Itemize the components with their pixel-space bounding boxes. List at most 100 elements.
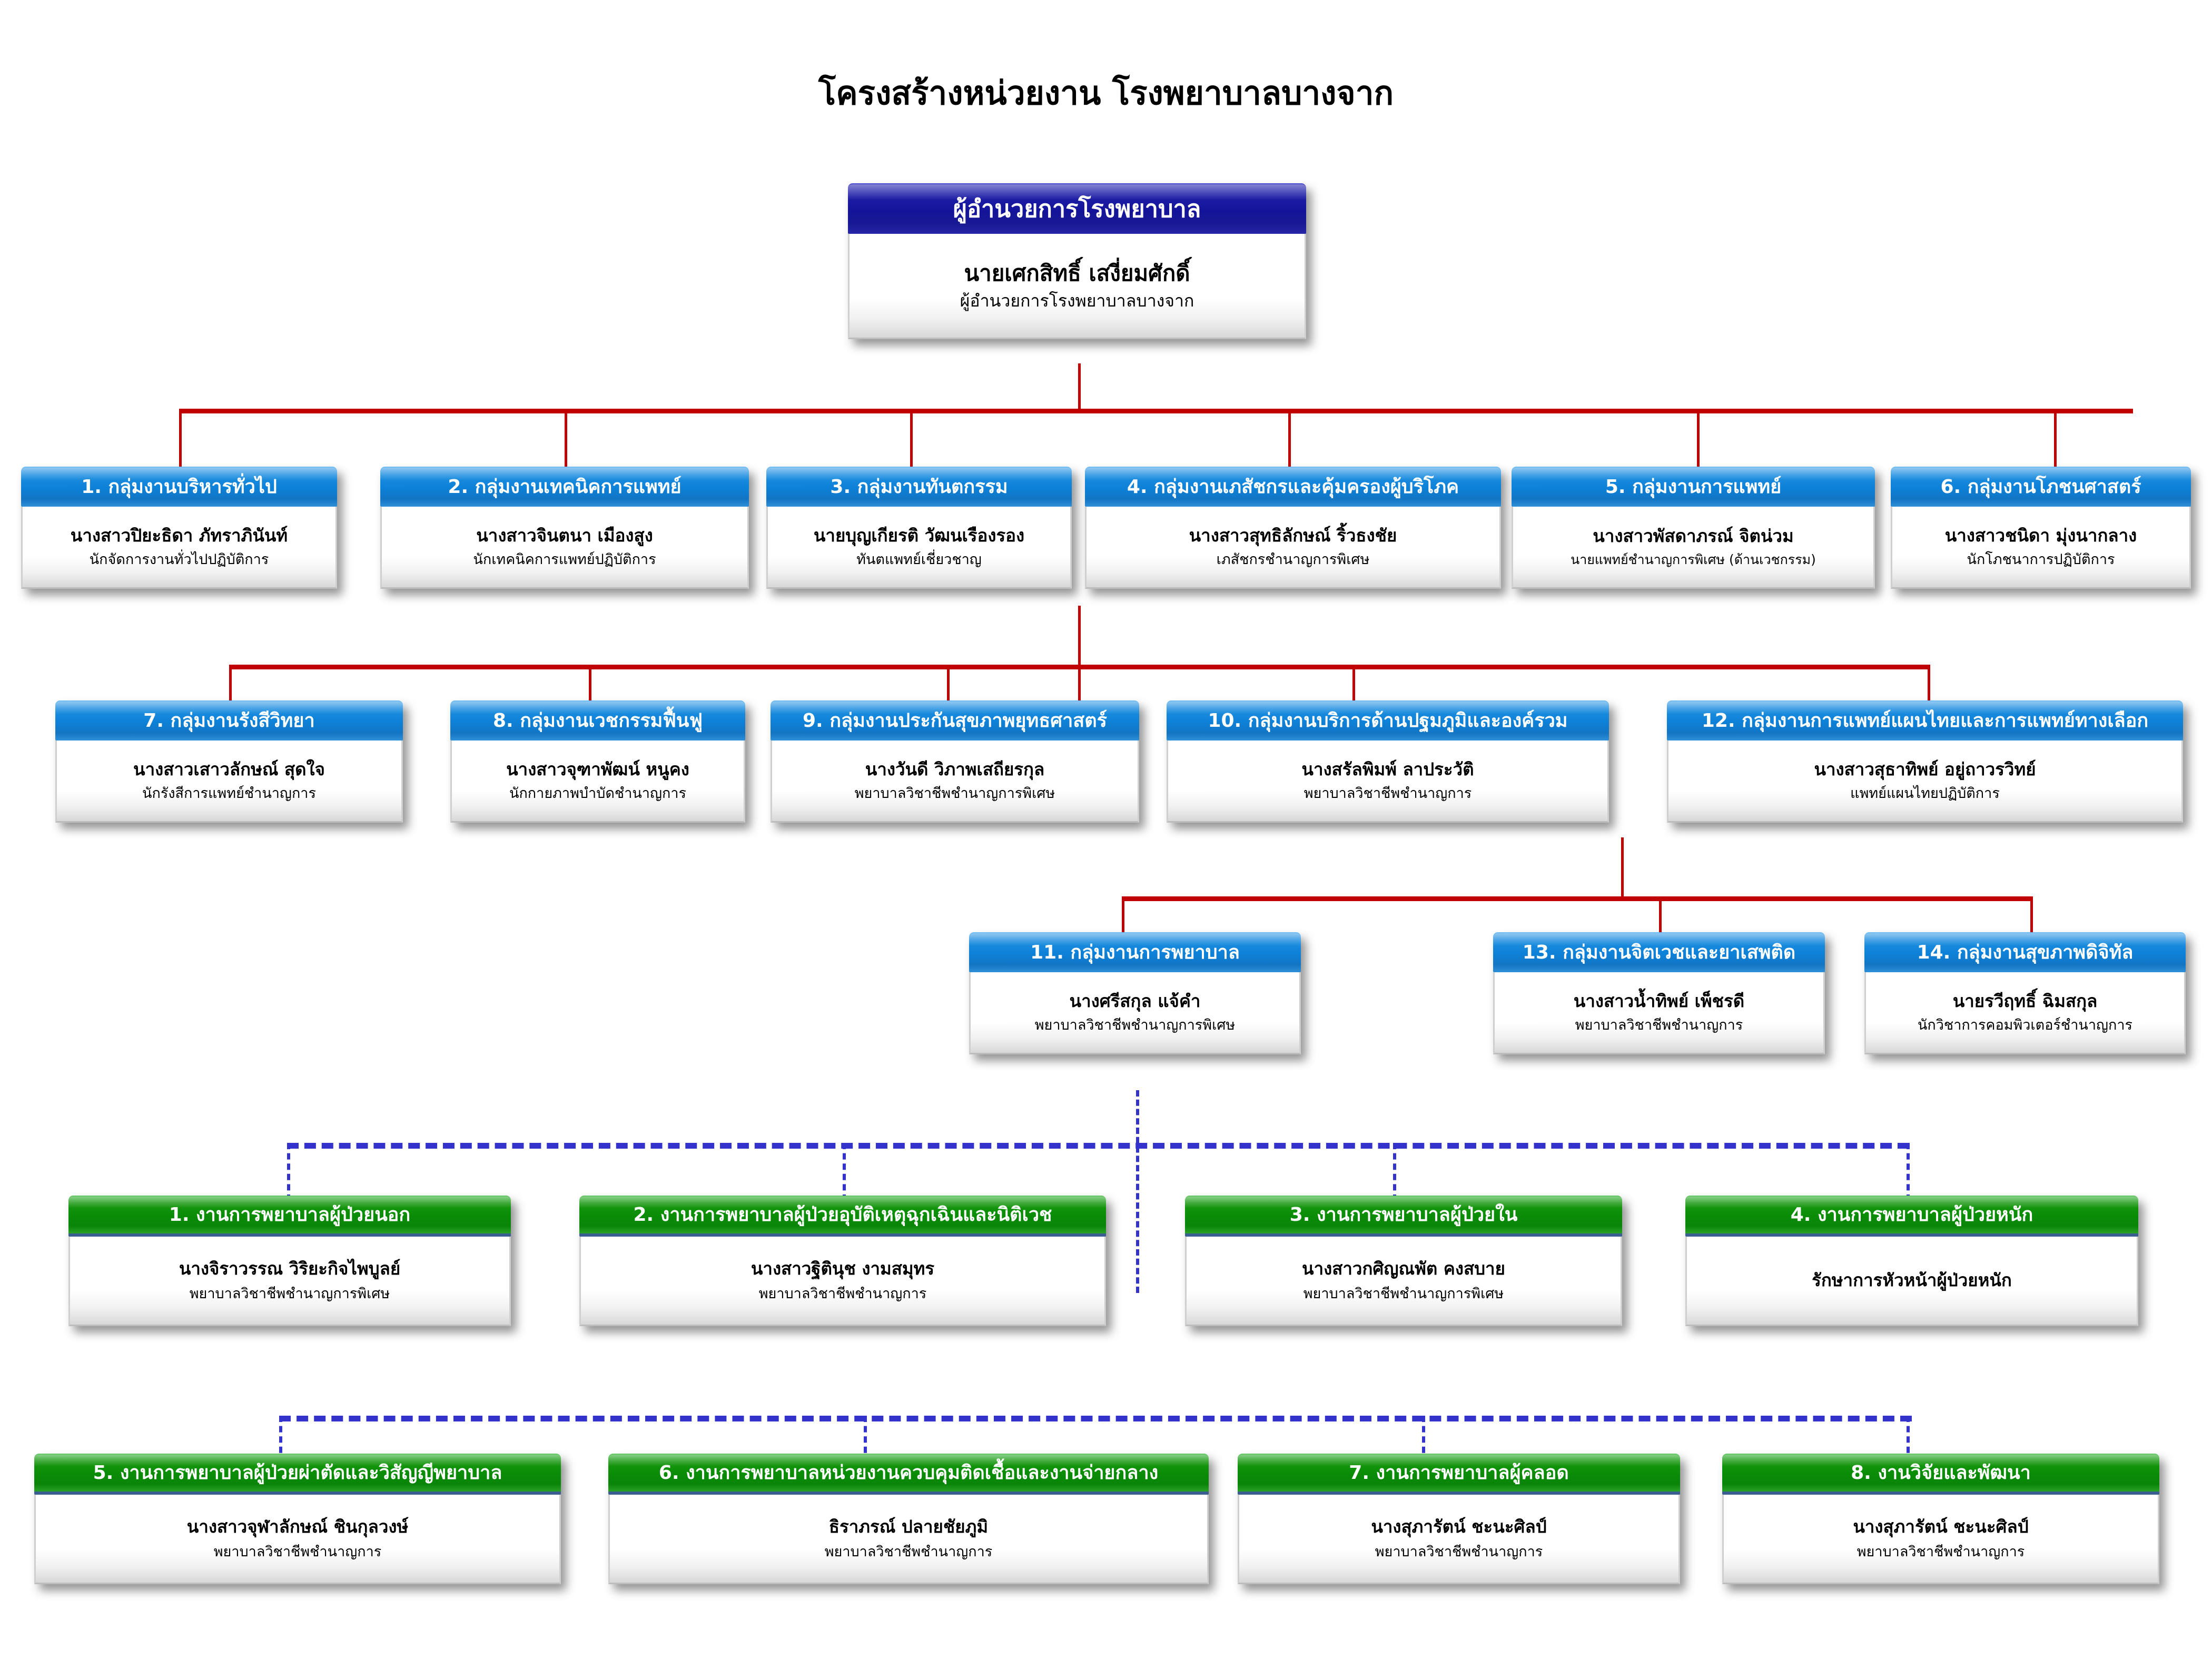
- node-group-5-header: 5. กลุ่มงานการแพทย์: [1512, 467, 1875, 507]
- node-group-6-body: นางสาวชนิดา มุ่งนากลาง นักโภชนาการปฏิบัต…: [1891, 507, 2191, 589]
- node-nursing-1-position: พยาบาลวิชาชีพชำนาญการพิเศษ: [189, 1285, 390, 1302]
- node-group-5-body: นางสาวพัสดาภรณ์ จิตน่วม นายแพทย์ชำนาญการ…: [1512, 507, 1875, 589]
- node-group-3-name: นายบุญเกียรติ วัฒนเรืองรอง: [813, 525, 1025, 546]
- node-nursing-8-name: นางสุภารัตน์ ชะนะศิลป์: [1853, 1516, 2029, 1537]
- node-group-10-header-label: 10. กลุ่มงานบริการด้านปฐมภูมิและองค์รวม: [1208, 710, 1568, 732]
- node-group-3[interactable]: 3. กลุ่มงานทันตกรรม นายบุญเกียรติ วัฒนเร…: [766, 467, 1072, 589]
- node-group-9[interactable]: 9. กลุ่มงานประกันสุขภาพยุทธศาสตร์ นางวัน…: [771, 700, 1139, 823]
- node-group-4-header-label: 4. กลุ่มงานเภสัชกรและคุ้มครองผู้บริโภค: [1127, 476, 1459, 498]
- connector-drop-n3: [1393, 1143, 1396, 1201]
- node-nursing-7-header: 7. งานการพยาบาลผู้คลอด: [1238, 1454, 1680, 1495]
- node-group-6-name: นางสาวชนิดา มุ่งนากลาง: [1944, 525, 2137, 546]
- connector-drop-n7: [1422, 1416, 1425, 1474]
- node-group-13-body: นางสาวน้ำทิพย์ เพ็ชรดี พยาบาลวิชาชีพชำนา…: [1493, 972, 1825, 1054]
- node-nursing-2-header: 2. งานการพยาบาลผู้ป่วยอุบัติเหตุฉุกเฉินแ…: [579, 1196, 1106, 1237]
- node-director[interactable]: ผู้อำนวยการโรงพยาบาล นายเศกสิทธิ์ เสงี่ย…: [848, 183, 1306, 339]
- connector-drop-n6: [864, 1416, 867, 1474]
- node-group-4[interactable]: 4. กลุ่มงานเภสัชกรและคุ้มครองผู้บริโภค น…: [1085, 467, 1501, 589]
- node-nursing-6-name: ธิราภรณ์ ปลายชัยภูมิ: [828, 1516, 989, 1537]
- node-group-7[interactable]: 7. กลุ่มงานรังสีวิทยา นางสาวเสาวลักษณ์ ส…: [55, 700, 403, 823]
- node-group-13-header-label: 13. กลุ่มงานจิตเวชและยาเสพติด: [1522, 942, 1796, 964]
- node-group-13-header: 13. กลุ่มงานจิตเวชและยาเสพติด: [1493, 932, 1825, 972]
- node-group-14-position: นักวิชาการคอมพิวเตอร์ชำนาญการ: [1917, 1016, 2133, 1033]
- node-group-14-header-label: 14. กลุ่มงานสุขภาพดิจิทัล: [1917, 942, 2134, 964]
- node-director-header: ผู้อำนวยการโรงพยาบาล: [848, 183, 1306, 234]
- node-group-8[interactable]: 8. กลุ่มงานเวชกรรมฟื้นฟู นางสาวจุฑาพัฒน์…: [450, 700, 745, 823]
- node-group-10-name: นางสรัลพิมพ์ ลาประวัติ: [1301, 758, 1474, 779]
- connector-row2-to-bus3: [1621, 837, 1624, 901]
- node-group-4-position: เภสัชกรชำนาญการพิเศษ: [1216, 551, 1370, 568]
- node-group-2-body: นางสาวจินตนา เมืองสูง นักเทคนิคการแพทย์ป…: [380, 507, 749, 589]
- node-nursing-1-name: นางจิราวรรณ วิริยะกิจไพบูลย์: [179, 1258, 401, 1279]
- node-group-13[interactable]: 13. กลุ่มงานจิตเวชและยาเสพติด นางสาวน้ำท…: [1493, 932, 1825, 1054]
- node-nursing-1[interactable]: 1. งานการพยาบาลผู้ป่วยนอก นางจิราวรรณ วิ…: [68, 1196, 511, 1326]
- node-group-1-header-label: 1. กลุ่มงานบริหารทั่วไป: [81, 476, 277, 498]
- page-title: โครงสร้างหน่วยงาน โรงพยาบาลบางจาก: [818, 74, 1394, 112]
- node-group-1-name: นางสาวปิยะธิดา ภัทราภินันท์: [70, 525, 288, 546]
- connector-director-down: [1078, 363, 1081, 411]
- node-nursing-4-name: รักษาการหัวหน้าผู้ป่วยหนัก: [1812, 1270, 2012, 1291]
- node-group-2-position: นักเทคนิคการแพทย์ปฏิบัติการ: [473, 551, 656, 568]
- node-nursing-3-header-label: 3. งานการพยาบาลผู้ป่วยใน: [1289, 1204, 1518, 1226]
- node-nursing-2[interactable]: 2. งานการพยาบาลผู้ป่วยอุบัติเหตุฉุกเฉินแ…: [579, 1196, 1106, 1326]
- node-nursing-3-position: พยาบาลวิชาชีพชำนาญการพิเศษ: [1303, 1285, 1504, 1302]
- node-nursing-5-header: 5. งานการพยาบาลผู้ป่วยผ่าตัดและวิสัญญีพย…: [34, 1454, 561, 1495]
- node-group-8-header: 8. กลุ่มงานเวชกรรมฟื้นฟู: [450, 700, 745, 740]
- node-group-11[interactable]: 11. กลุ่มงานการพยาบาล นางศรีสกุล แจ้คำ พ…: [969, 932, 1301, 1054]
- connector-drop-g2: [565, 409, 567, 467]
- node-nursing-8[interactable]: 8. งานวิจัยและพัฒนา นางสุภารัตน์ ชะนะศิล…: [1722, 1454, 2159, 1584]
- connector-drop-g10: [1352, 665, 1355, 723]
- connector-bus-nursing2: [279, 1416, 1912, 1421]
- node-group-6[interactable]: 6. กลุ่มงานโภชนศาสตร์ นางสาวชนิดา มุ่งนา…: [1891, 467, 2191, 589]
- node-group-12-body: นางสาวสุธาทิพย์ อยู่ถาวรวิทย์ แพทย์แผนไท…: [1667, 740, 2183, 823]
- connector-bus-row1: [179, 409, 2133, 413]
- node-group-11-header-label: 11. กลุ่มงานการพยาบาล: [1030, 942, 1240, 964]
- node-director-header-label: ผู้อำนวยการโรงพยาบาล: [953, 195, 1201, 223]
- node-group-5[interactable]: 5. กลุ่มงานการแพทย์ นางสาวพัสดาภรณ์ จิตน…: [1512, 467, 1875, 589]
- node-nursing-8-header-label: 8. งานวิจัยและพัฒนา: [1851, 1462, 2031, 1484]
- node-group-3-header: 3. กลุ่มงานทันตกรรม: [766, 467, 1072, 507]
- node-nursing-4-body: รักษาการหัวหน้าผู้ป่วยหนัก: [1685, 1237, 2138, 1326]
- node-group-12-name: นางสาวสุธาทิพย์ อยู่ถาวรวิทย์: [1814, 758, 2036, 779]
- node-group-9-header-label: 9. กลุ่มงานประกันสุขภาพยุทธศาสตร์: [803, 710, 1107, 732]
- node-nursing-7[interactable]: 7. งานการพยาบาลผู้คลอด นางสุภารัตน์ ชะนะ…: [1238, 1454, 1680, 1584]
- node-nursing-3-body: นางสาวกศิญณพัต คงสบาย พยาบาลวิชาชีพชำนาญ…: [1185, 1237, 1622, 1326]
- node-nursing-7-name: นางสุภารัตน์ ชะนะศิลป์: [1371, 1516, 1547, 1537]
- node-group-7-header: 7. กลุ่มงานรังสีวิทยา: [55, 700, 403, 740]
- node-nursing-6-body: ธิราภรณ์ ปลายชัยภูมิ พยาบาลวิชาชีพชำนาญก…: [608, 1495, 1209, 1584]
- node-nursing-5-header-label: 5. งานการพยาบาลผู้ป่วยผ่าตัดและวิสัญญีพย…: [93, 1462, 502, 1484]
- node-nursing-8-header: 8. งานวิจัยและพัฒนา: [1722, 1454, 2159, 1495]
- connector-drop-g5: [1697, 409, 1700, 467]
- node-group-3-header-label: 3. กลุ่มงานทันตกรรม: [830, 476, 1008, 498]
- node-group-2-header-label: 2. กลุ่มงานเทคนิคการแพทย์: [448, 476, 682, 498]
- node-nursing-5[interactable]: 5. งานการพยาบาลผู้ป่วยผ่าตัดและวิสัญญีพย…: [34, 1454, 561, 1584]
- node-group-2[interactable]: 2. กลุ่มงานเทคนิคการแพทย์ นางสาวจินตนา เ…: [380, 467, 749, 589]
- node-group-9-body: นางวันดี วิภาพเสถียรกุล พยาบาลวิชาชีพชำน…: [771, 740, 1139, 823]
- node-group-11-position: พยาบาลวิชาชีพชำนาญการพิเศษ: [1034, 1016, 1236, 1033]
- node-nursing-3[interactable]: 3. งานการพยาบาลผู้ป่วยใน นางสาวกศิญณพัต …: [1185, 1196, 1622, 1326]
- node-group-3-position: ทันตแพทย์เชี่ยวชาญ: [856, 551, 982, 568]
- node-nursing-6-header: 6. งานการพยาบาลหน่วยงานควบคุมติดเชื้อและ…: [608, 1454, 1209, 1495]
- node-nursing-4[interactable]: 4. งานการพยาบาลผู้ป่วยหนัก รักษาการหัวหน…: [1685, 1196, 2138, 1326]
- node-nursing-1-body: นางจิราวรรณ วิริยะกิจไพบูลย์ พยาบาลวิชาช…: [68, 1237, 511, 1326]
- node-group-10-header: 10. กลุ่มงานบริการด้านปฐมภูมิและองค์รวม: [1167, 700, 1609, 740]
- connector-drop-g1: [179, 409, 182, 467]
- node-group-4-name: นางสาวสุทธิลักษณ์ ริ้วธงชัย: [1189, 525, 1397, 546]
- node-group-3-body: นายบุญเกียรติ วัฒนเรืองรอง ทันตแพทย์เชี่…: [766, 507, 1072, 589]
- node-nursing-7-position: พยาบาลวิชาชีพชำนาญการ: [1375, 1543, 1543, 1560]
- node-group-1[interactable]: 1. กลุ่มงานบริหารทั่วไป นางสาวปิยะธิดา ภ…: [21, 467, 337, 589]
- node-group-10[interactable]: 10. กลุ่มงานบริการด้านปฐมภูมิและองค์รวม …: [1167, 700, 1609, 823]
- node-group-12[interactable]: 12. กลุ่มงานการแพทย์แผนไทยและการแพทย์ทาง…: [1667, 700, 2183, 823]
- connector-drop-g9: [947, 665, 950, 723]
- node-group-14-header: 14. กลุ่มงานสุขภาพดิจิทัล: [1864, 932, 2186, 972]
- node-group-9-header: 9. กลุ่มงานประกันสุขภาพยุทธศาสตร์: [771, 700, 1139, 740]
- node-group-12-position: แพทย์แผนไทยปฏิบัติการ: [1850, 785, 2000, 802]
- node-nursing-6[interactable]: 6. งานการพยาบาลหน่วยงานควบคุมติดเชื้อและ…: [608, 1454, 1209, 1584]
- node-director-position: ผู้อำนวยการโรงพยาบาลบางจาก: [960, 291, 1194, 311]
- connector-drop-n8: [1907, 1416, 1910, 1474]
- node-group-8-name: นางสาวจุฑาพัฒน์ หนูคง: [506, 758, 689, 779]
- node-group-10-body: นางสรัลพิมพ์ ลาประวัติ พยาบาลวิชาชีพชำนา…: [1167, 740, 1609, 823]
- node-nursing-2-name: นางสาวฐิตินุช งามสมุทร: [750, 1258, 935, 1279]
- node-group-14[interactable]: 14. กลุ่มงานสุขภาพดิจิทัล นายรวีฤทธิ์ ฉิ…: [1864, 932, 2186, 1054]
